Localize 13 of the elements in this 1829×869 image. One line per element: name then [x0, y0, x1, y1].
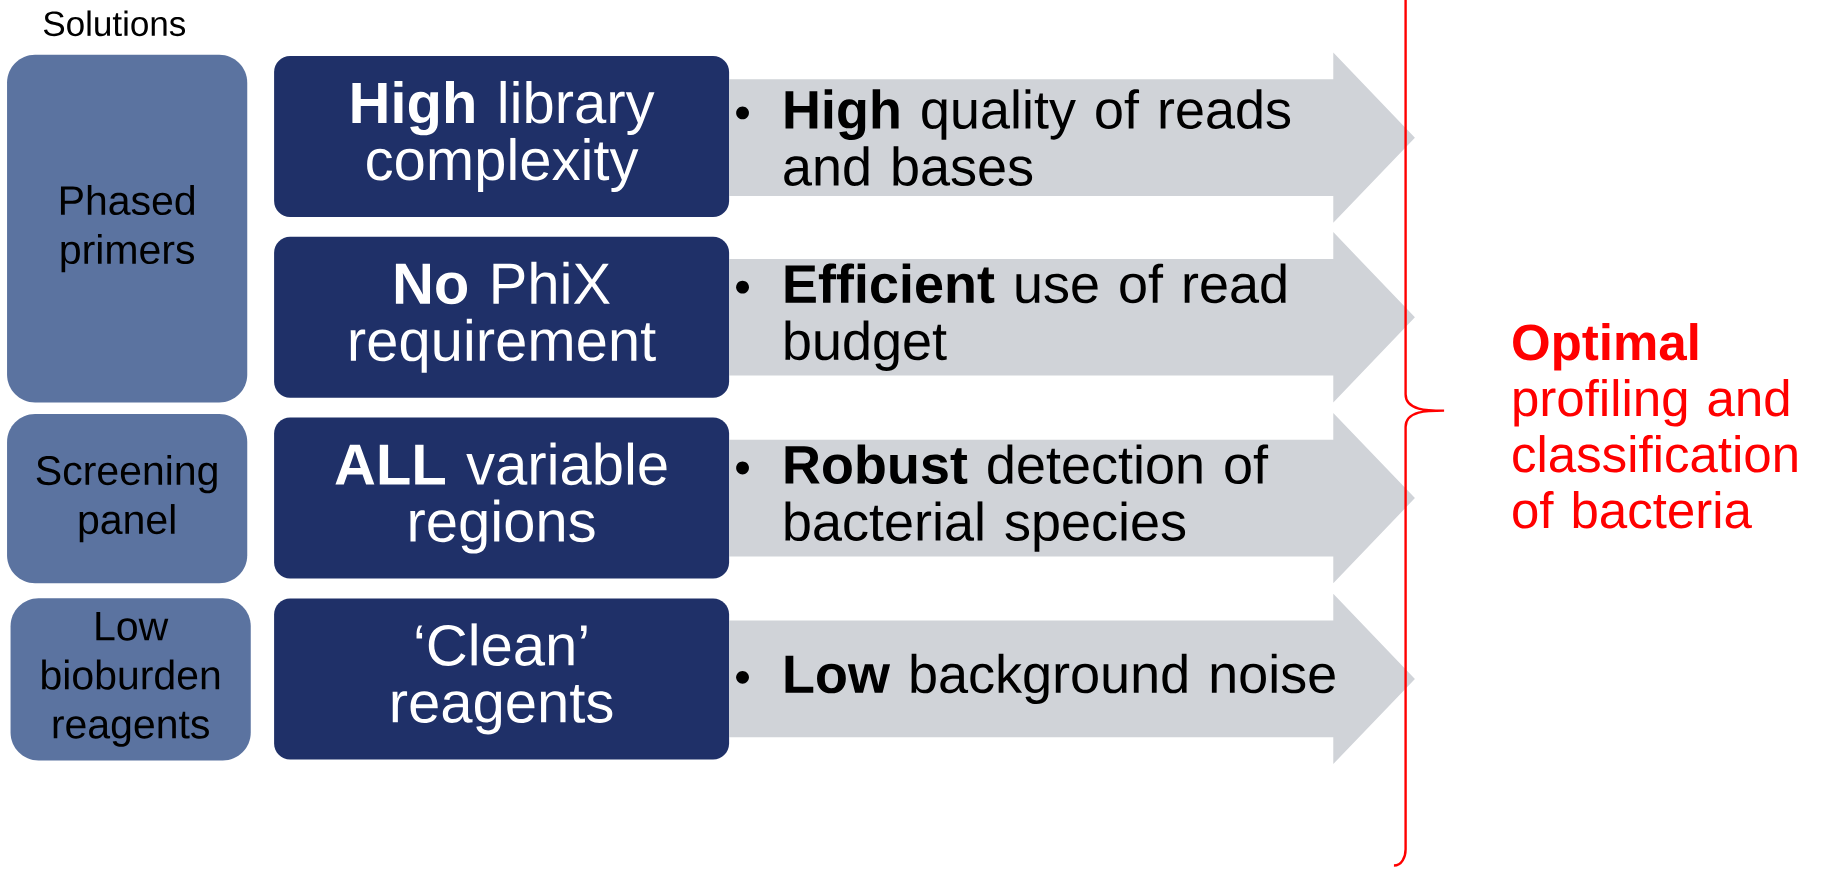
benefit-banner: Efficient use of read budget: [729, 232, 1415, 403]
feature-box: ‘Clean’ reagents: [274, 598, 730, 760]
benefit-banner: Low background noise: [729, 593, 1415, 764]
solution-box: Phased primers: [7, 54, 248, 403]
solution-box: Screening panel: [7, 414, 248, 584]
solution-box: Low bioburden reagents: [10, 598, 251, 761]
benefit-banner: High quality of reads and bases: [729, 52, 1415, 223]
feature-box: ALL variable regions: [274, 417, 730, 579]
benefit-banner: Robust detection of bacterial species: [729, 412, 1415, 584]
outcome-text: Optimal profiling and classification of bacteria: [1513, 323, 1797, 529]
heading-label: Solutions: [43, 10, 186, 37]
feature-box: No PhiX requirement: [274, 236, 730, 398]
feature-box: High library complexity: [274, 55, 730, 217]
